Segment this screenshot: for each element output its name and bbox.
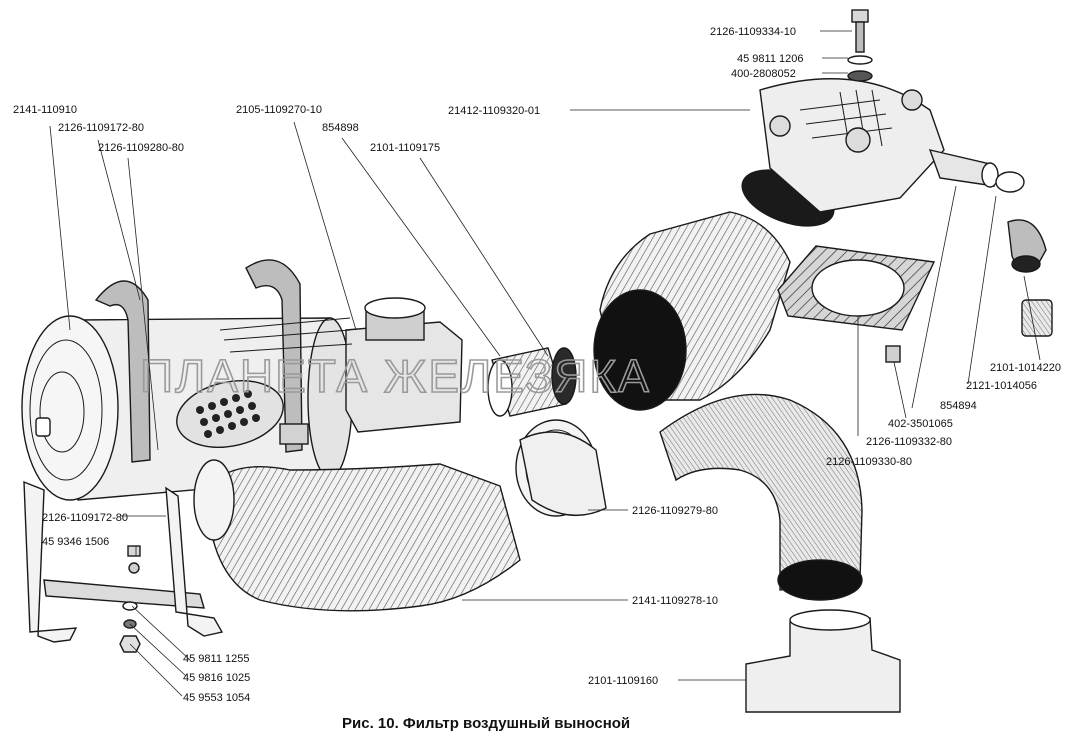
label-intake-pipe: 2101-1109160	[588, 675, 658, 687]
label-small-hose: 2101-1109175	[370, 142, 440, 154]
label-clamp-854898: 854898	[322, 122, 359, 134]
label-filter-assembly: 2141-110910	[13, 104, 77, 116]
small-hose	[487, 347, 577, 417]
label-seal: 400-2808052	[731, 68, 796, 80]
bent-intake-hose	[659, 393, 863, 601]
label-clamp-1014056: 2121-1014056	[966, 380, 1037, 392]
leader-lines	[49, 30, 1041, 697]
cover-fasteners	[847, 9, 873, 82]
label-band-top: 2126-1109172-80	[58, 122, 144, 134]
label-washer-1255: 45 9811 1255	[183, 653, 249, 665]
label-washer-1025: 45 9816 1025	[183, 672, 250, 684]
short-hose	[1007, 219, 1047, 273]
label-nut-3501065: 402-3501065	[888, 418, 953, 430]
label-corrugated-hose: 2126-1109330-80	[826, 456, 912, 468]
gasket	[777, 245, 936, 331]
part-labels: 2126-1109334-10 45 9811 1206 400-2808052…	[13, 26, 1061, 704]
sleeve	[519, 431, 607, 517]
label-band-bracket: 2126-1109280-80	[98, 142, 184, 154]
label-band-lower: 2126-1109172-80	[42, 512, 128, 524]
label-washer-1206: 45 9811 1206	[737, 53, 803, 65]
filter-cover	[759, 78, 999, 213]
figure-caption: Рис. 10. Фильтр воздушный выносной	[342, 715, 630, 732]
label-outlet-housing: 2105-1109270-10	[236, 104, 322, 116]
label-nut-1054: 45 9553 1054	[183, 692, 250, 704]
label-bolt: 2126-1109334-10	[710, 26, 796, 38]
label-bolt-1506: 45 9346 1506	[42, 536, 109, 548]
label-gasket: 2126-1109332-80	[866, 436, 952, 448]
intake-grille	[196, 390, 260, 438]
support-bracket	[23, 480, 224, 643]
nut-3501065	[885, 345, 901, 363]
mounting-bands	[94, 259, 309, 463]
outlet-housing	[176, 297, 463, 448]
label-cover: 21412-1109320-01	[448, 105, 540, 117]
label-bellows: 2141-1109278-10	[632, 595, 718, 607]
upper-corrugated-hose	[593, 169, 835, 411]
label-short-hose: 2101-1014220	[990, 362, 1061, 374]
spring-clamp	[1021, 299, 1053, 337]
watermark-text: ПЛАНЕТА ЖЕЛЕЗЯКА	[140, 350, 651, 402]
label-clamp-854894: 854894	[940, 400, 977, 412]
label-sleeve: 2126-1109279-80	[632, 505, 718, 517]
intake-pipe	[745, 609, 901, 713]
hose-clamp-1014056	[995, 171, 1025, 193]
